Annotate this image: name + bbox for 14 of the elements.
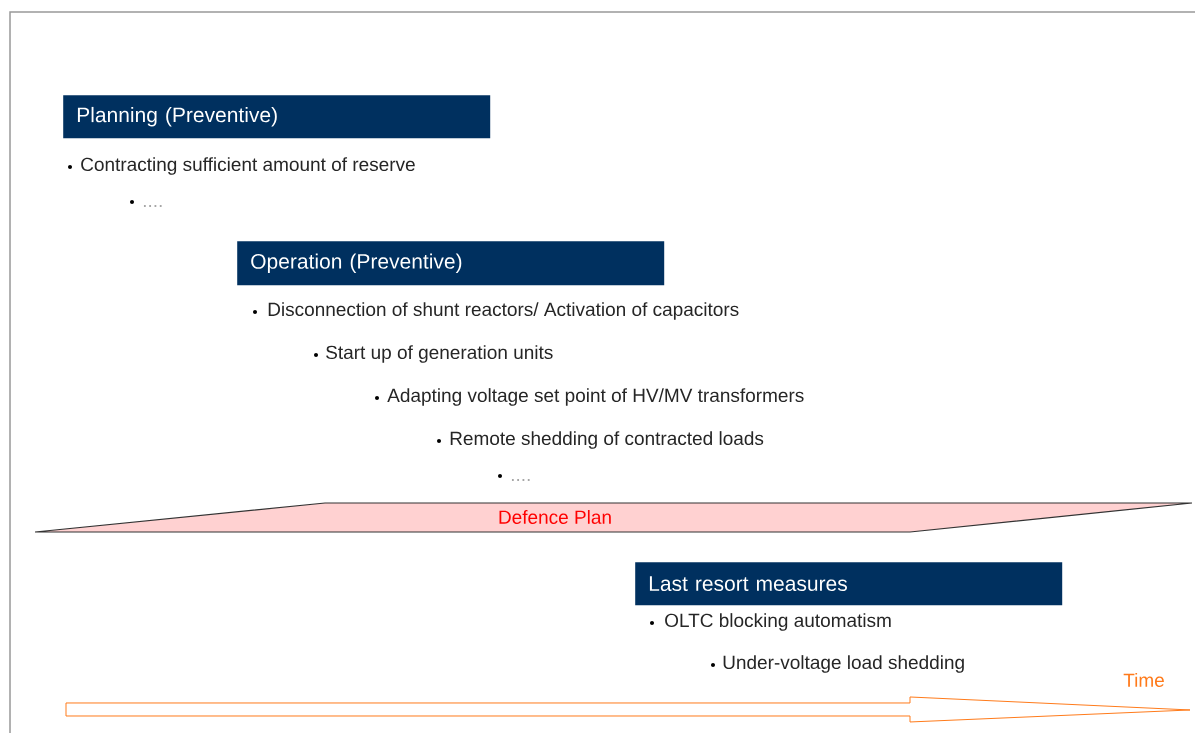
bullet-item: .... [498,474,530,481]
bullet-item: Remote shedding of contracted loads [437,431,764,449]
bullet-item: Contracting sufficient amount of reserve [68,157,415,175]
section-header: Last resort measures [635,562,1063,606]
bullet-item: Adapting voltage set point of HV/MV transformers [375,388,804,406]
bullet-item: .... [130,200,162,207]
defence-plan-band: Defence Plan [34,502,1193,533]
section-header: Planning (Preventive) [63,95,491,139]
section-header: Operation (Preventive) [237,241,665,286]
bullet-item: Under-voltage load shedding [711,655,964,673]
bullet-item: Disconnection of shunt reactors/ Activation of capacitors [253,302,739,320]
bullet-item: Start up of generation units [314,345,553,363]
bullet-item: OLTC blocking automatism [650,613,891,631]
axis-label: Time [1123,673,1164,687]
